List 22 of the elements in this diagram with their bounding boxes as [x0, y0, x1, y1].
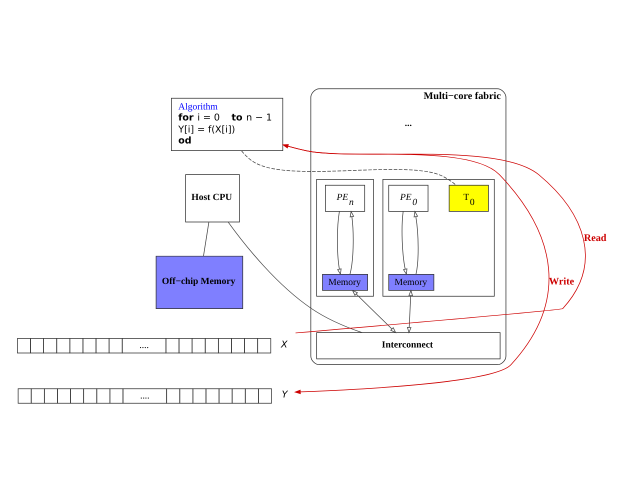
arrow	[352, 289, 396, 333]
arrow	[282, 144, 586, 333]
label: ...	[404, 118, 412, 129]
arrow	[414, 210, 419, 274]
connector	[203, 221, 210, 256]
node-box: Host CPU	[185, 174, 240, 222]
arrow	[282, 144, 550, 394]
edge-label: Read	[584, 232, 606, 244]
arrow	[402, 210, 408, 275]
arrow	[350, 210, 354, 274]
edge-label: Write	[548, 276, 574, 287]
node-box: Memory	[388, 274, 434, 290]
node-label: Y	[282, 389, 288, 400]
arrow	[337, 210, 342, 275]
connector	[241, 150, 456, 185]
node-box: Off−chip Memory	[156, 255, 244, 308]
connector	[228, 221, 362, 332]
node-box: Interconnect	[316, 332, 500, 359]
node-box: Memory	[322, 274, 368, 290]
arrow	[406, 288, 413, 334]
node-box: Algorithm for i = 0 to n − 1 Y[i] = f(X[i]) od	[171, 97, 284, 150]
node-label: X	[280, 338, 288, 350]
